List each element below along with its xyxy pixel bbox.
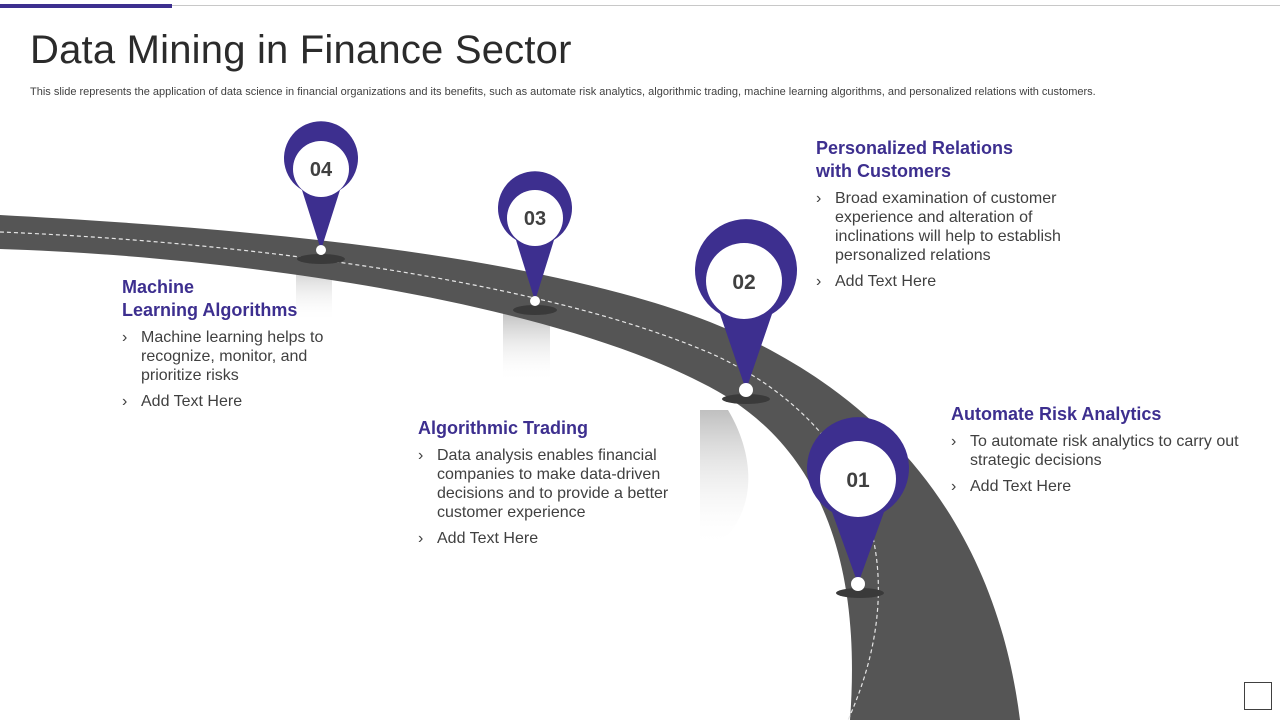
bullet-text: Data analysis enables financial companie… [437, 447, 669, 521]
chevron-right-icon: › [418, 447, 424, 464]
corner-box [1244, 682, 1272, 710]
page-subtitle: This slide represents the application of… [30, 86, 1096, 98]
top-accent-bar [0, 4, 172, 8]
bullet-text: Add Text Here [835, 273, 937, 290]
bullet-text: To automate risk analytics to carry out … [970, 433, 1239, 469]
road-center-line [0, 231, 879, 720]
bullet-text: Machine learning helps to recognize, mon… [141, 329, 324, 384]
bullet-text: Add Text Here [437, 530, 539, 547]
bullet-text: Add Text Here [970, 478, 1072, 495]
chevron-right-icon: › [951, 433, 957, 450]
bullet-item: › To automate risk analytics to carry ou… [951, 432, 1251, 470]
chevron-right-icon: › [122, 329, 128, 346]
pin-01: 01 [807, 417, 909, 598]
bullet-text: Broad examination of customer experience… [835, 190, 1061, 264]
top-rule [0, 5, 1280, 6]
bullet-text: Add Text Here [141, 393, 243, 410]
chevron-right-icon: › [816, 190, 822, 207]
step-machine-learning-algorithms: Machine Learning Algorithms › Machine le… [122, 276, 342, 418]
pin-04: 04 [284, 121, 359, 264]
step-heading: Personalized Relations with Customers [816, 137, 1078, 183]
step-heading: Machine Learning Algorithms [122, 276, 342, 322]
step-heading-line: Machine [122, 277, 195, 297]
road-shadow [700, 410, 749, 548]
bullet-item: › Add Text Here [418, 529, 678, 548]
pin-01-label: 01 [846, 469, 870, 492]
chevron-right-icon: › [418, 530, 424, 547]
step-heading-line: Personalized Relations [816, 138, 1014, 158]
pin-03-label: 03 [524, 208, 546, 230]
pin-03: 03 [497, 171, 572, 315]
bullet-item: › Add Text Here [951, 477, 1251, 496]
bullet-item: › Add Text Here [816, 272, 1078, 291]
step-heading-line: Learning Algorithms [122, 300, 298, 320]
bullet-item: › Data analysis enables financial compan… [418, 446, 678, 522]
pin-02: 02 [695, 219, 797, 404]
step-heading: Automate Risk Analytics [951, 404, 1162, 424]
pin-02-label: 02 [732, 271, 755, 294]
page-title: Data Mining in Finance Sector [30, 28, 572, 72]
step-algorithmic-trading: Algorithmic Trading › Data analysis enab… [418, 417, 678, 555]
pin-04-label: 04 [310, 159, 333, 181]
step-personalized-relations: Personalized Relations with Customers › … [816, 137, 1078, 298]
bullet-item: › Add Text Here [122, 392, 342, 411]
chevron-right-icon: › [122, 393, 128, 410]
step-heading: Algorithmic Trading [418, 418, 589, 438]
chevron-right-icon: › [816, 273, 822, 290]
bullet-item: › Machine learning helps to recognize, m… [122, 328, 342, 385]
step-heading-line: with Customers [816, 161, 952, 181]
step-automate-risk-analytics: Automate Risk Analytics › To automate ri… [951, 403, 1251, 503]
bullet-item: › Broad examination of customer experien… [816, 189, 1078, 265]
chevron-right-icon: › [951, 478, 957, 495]
